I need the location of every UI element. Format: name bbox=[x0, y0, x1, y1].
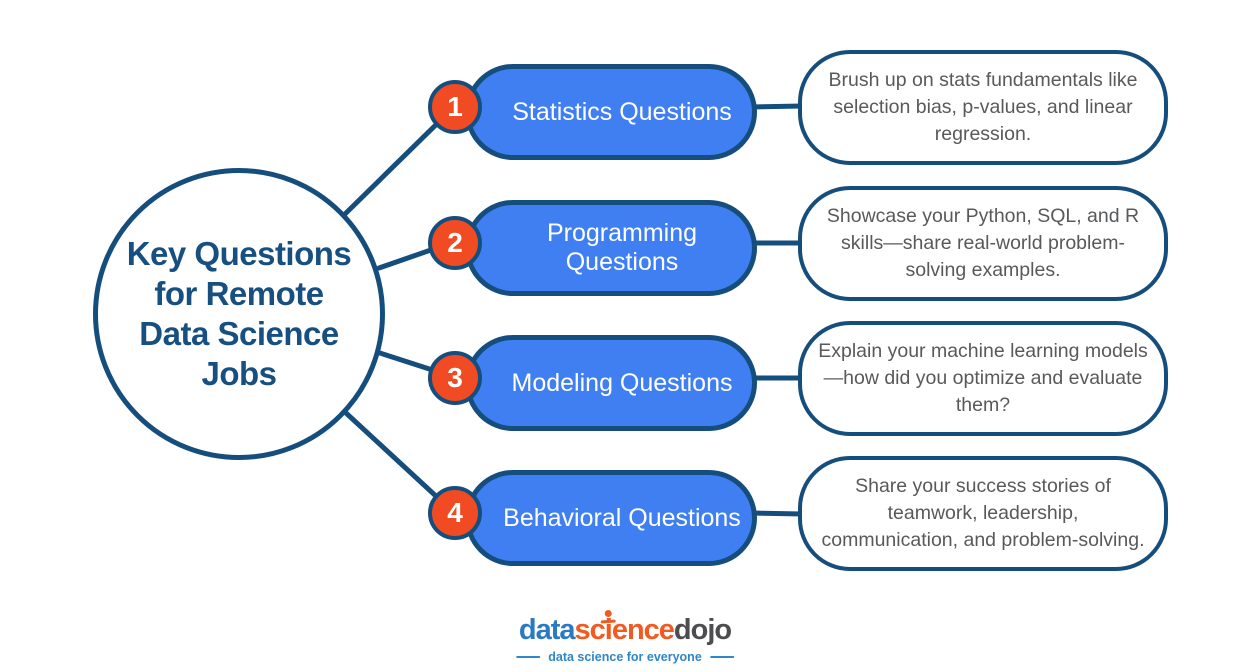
logo-tagline: data science for everyone bbox=[548, 650, 702, 664]
pill-programming-questions: Programming Questions bbox=[465, 200, 757, 296]
pill-label: Programming bbox=[546, 219, 698, 248]
central-title-line: Data Science bbox=[139, 315, 339, 352]
description-bubble-programming: Showcase your Python, SQL, and R skills—… bbox=[798, 186, 1168, 301]
pill-label: Statistics Questions bbox=[512, 97, 732, 126]
bubble-text: Brush up on stats fundamentals like sele… bbox=[828, 69, 1138, 145]
logo-person-icon: i bbox=[604, 614, 613, 646]
pill-label: Questions bbox=[565, 248, 679, 276]
bubble-text: Showcase your Python, SQL, and R skills—… bbox=[826, 205, 1140, 281]
central-title-line: for Remote bbox=[154, 274, 324, 312]
pill-bubble-link-1 bbox=[747, 103, 805, 110]
step-badge-3: 3 bbox=[428, 351, 482, 405]
logo-tagline-row: data science for everyone bbox=[516, 650, 734, 664]
datasciencedojo-logo: datasciencedojo data science for everyon… bbox=[516, 616, 734, 664]
connector-line-4 bbox=[343, 410, 454, 513]
bubble-text: Explain your machine learning models—how… bbox=[818, 340, 1148, 416]
pill-statistics-questions: Statistics Questions bbox=[465, 64, 757, 160]
description-bubble-behavioral: Share your success stories of teamwork, … bbox=[798, 456, 1168, 571]
step-badge-2: 2 bbox=[428, 216, 482, 270]
pill-modeling-questions: Modeling Questions bbox=[465, 335, 757, 431]
tagline-dash-left bbox=[516, 656, 541, 658]
central-title-line: Jobs bbox=[201, 355, 277, 393]
description-bubble-modeling: Explain your machine learning models—how… bbox=[798, 321, 1168, 436]
step-badge-1: 1 bbox=[428, 80, 482, 134]
pill-label: Modeling Questions bbox=[511, 368, 733, 397]
logo-part-science: science bbox=[574, 614, 674, 646]
logo-part-data: data bbox=[518, 614, 576, 646]
logo-wordmark: datasciencedojo bbox=[516, 616, 734, 645]
central-topic-circle: Key Questions for Remote Data Science Jo… bbox=[93, 168, 385, 460]
central-title-line: Key Questions bbox=[126, 234, 352, 272]
bubble-text: Share your success stories of teamwork, … bbox=[821, 475, 1145, 551]
tagline-dash-right bbox=[709, 656, 734, 658]
connector-line-1 bbox=[342, 107, 454, 217]
pill-bubble-link-4 bbox=[747, 510, 805, 517]
logo-part-dojo: dojo bbox=[673, 614, 732, 646]
step-badge-4: 4 bbox=[428, 486, 482, 540]
description-bubble-statistics: Brush up on stats fundamentals like sele… bbox=[798, 50, 1168, 165]
pill-label: Behavioral Questions bbox=[503, 503, 741, 532]
pill-behavioral-questions: Behavioral Questions bbox=[465, 470, 757, 566]
